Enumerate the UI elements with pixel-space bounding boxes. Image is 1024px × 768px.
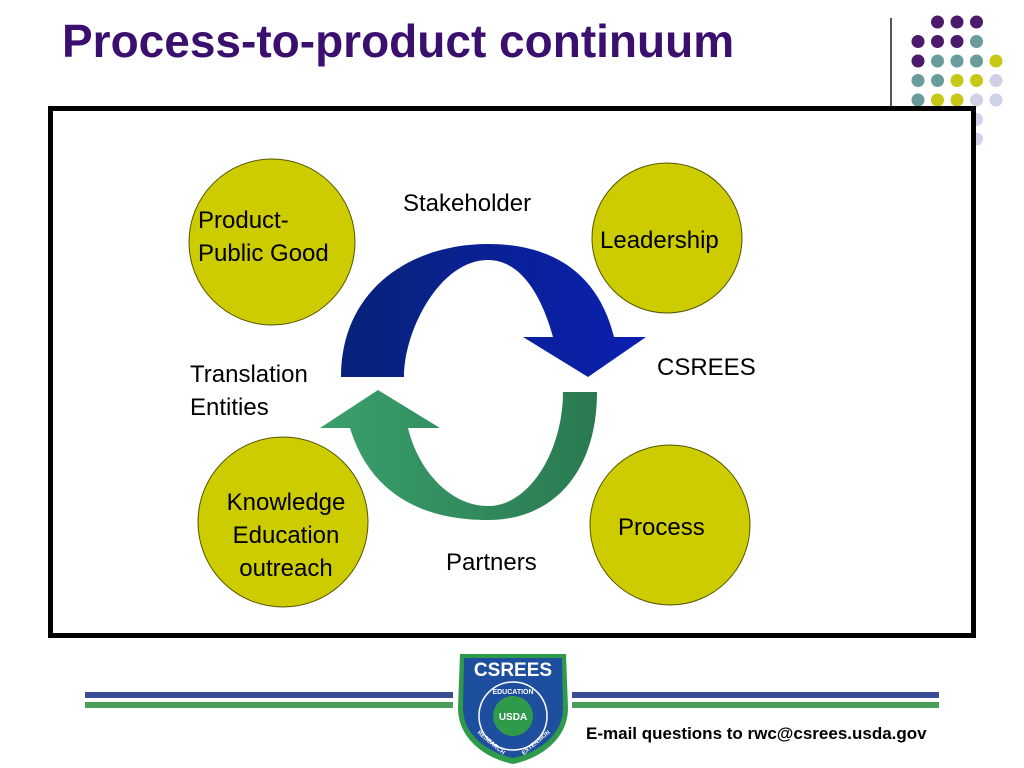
decorative-dot <box>911 35 925 48</box>
logo-ring <box>478 681 548 751</box>
circle-product <box>188 158 356 326</box>
decorative-dot <box>989 74 1003 87</box>
logo-ring-inner <box>493 696 533 736</box>
footer-stripe-green-left <box>85 702 453 708</box>
footer-stripe-blue-left <box>85 692 453 698</box>
decorative-dot <box>970 54 983 68</box>
label-leadership: Leadership <box>600 227 719 254</box>
decorative-dot <box>931 35 944 48</box>
label-knowledge-line3: outreach <box>239 555 333 582</box>
slide-title: Process-to-product continuum <box>62 15 735 67</box>
logo-center: USDA <box>499 712 527 723</box>
decorative-vertical-line <box>890 18 892 188</box>
decorative-dot <box>970 15 983 29</box>
label-knowledge: Knowledge Education outreach <box>214 486 358 585</box>
label-csrees: CSREES <box>657 354 756 381</box>
decorative-dot <box>911 74 925 87</box>
arrow-top-blue <box>341 244 646 377</box>
decorative-dot <box>931 93 944 107</box>
decorative-dot <box>931 54 944 68</box>
label-process: Process <box>618 514 705 541</box>
label-knowledge-line2: Education <box>232 522 340 549</box>
footer-stripe-green-right <box>572 702 939 708</box>
label-product-line1: Product- <box>198 207 289 234</box>
decorative-dot <box>950 15 964 29</box>
decorative-dot <box>950 54 964 68</box>
decorative-dot <box>931 74 944 87</box>
label-translation: Translation Entities <box>190 358 308 424</box>
arrow-bottom-green <box>320 390 597 520</box>
decorative-dot <box>911 93 925 107</box>
label-stakeholder: Stakeholder <box>403 190 532 217</box>
decorative-dot <box>989 54 1003 68</box>
circle-leadership <box>591 162 743 314</box>
label-translation-line2: Entities <box>190 394 269 421</box>
decorative-dot <box>950 35 964 48</box>
label-knowledge-line1: Knowledge <box>226 489 346 516</box>
footer-stripe-blue-right <box>572 692 939 698</box>
decorative-dot <box>989 93 1003 107</box>
logo-name-band <box>464 658 562 680</box>
decorative-dot <box>911 54 925 68</box>
label-partners: Partners <box>446 549 537 576</box>
label-translation-line1: Translation <box>190 361 308 388</box>
circle-knowledge <box>197 436 369 608</box>
decorative-dot <box>931 15 944 29</box>
label-product: Product- Public Good <box>198 204 329 270</box>
logo-name: CSREES <box>474 660 552 681</box>
label-product-line2: Public Good <box>198 240 329 267</box>
circle-process <box>589 444 751 606</box>
decorative-dot <box>950 74 964 87</box>
decorative-dot <box>970 74 983 87</box>
decorative-dot <box>970 93 983 107</box>
decorative-dot <box>950 93 964 107</box>
contact-email: E-mail questions to rwc@csrees.usda.gov <box>586 724 927 743</box>
logo-ring-top: EDUCATION <box>492 689 533 696</box>
csrees-logo: CSREES EDUCATION USDA RESEARCH EXTENSION <box>458 654 568 764</box>
decorative-dot <box>970 35 983 48</box>
